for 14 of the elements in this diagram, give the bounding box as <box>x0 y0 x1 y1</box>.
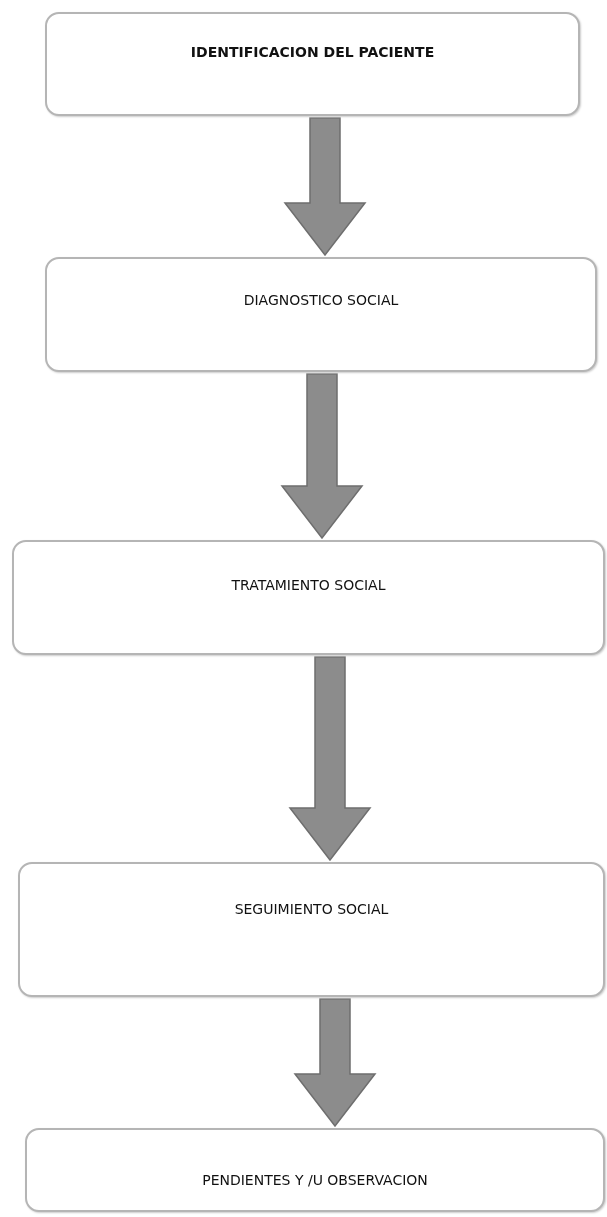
block-arrow <box>288 656 372 862</box>
step-label: PENDIENTES Y /U OBSERVACION <box>202 1172 428 1188</box>
step-label: SEGUIMIENTO SOCIAL <box>234 901 389 917</box>
step-label: IDENTIFICACION DEL PACIENTE <box>190 44 435 60</box>
block-arrow <box>293 998 377 1128</box>
block-arrow <box>283 117 367 257</box>
process-box <box>45 257 597 372</box>
step-label: DIAGNOSTICO SOCIAL <box>243 292 399 308</box>
process-box <box>45 12 580 116</box>
process-box <box>12 540 605 655</box>
process-box <box>18 862 605 997</box>
block-arrow <box>280 373 364 540</box>
step-label: TRATAMIENTO SOCIAL <box>231 577 386 593</box>
process-box <box>25 1128 605 1212</box>
